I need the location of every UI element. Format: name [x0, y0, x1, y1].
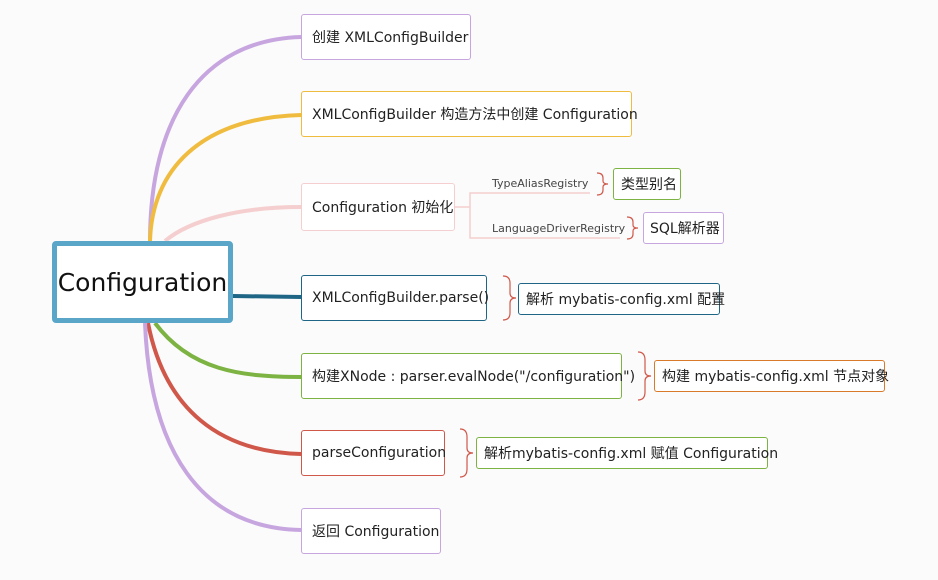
node-label: XMLConfigBuilder 构造方法中创建 Configuration	[312, 107, 638, 123]
note-parseconfiguration[interactable]: 解析mybatis-config.xml 赋值 Configuration	[476, 437, 778, 469]
branch-line-create	[148, 35, 302, 242]
branch-line-construct	[148, 113, 302, 242]
branch-line-xnode	[153, 321, 302, 379]
node-configuration-init[interactable]: Configuration 初始化	[301, 183, 455, 231]
branch-line-parse	[232, 294, 302, 299]
sub-line-languagedriver	[469, 207, 620, 239]
brace-languagedriver	[626, 216, 639, 240]
brace-typealias	[596, 172, 609, 196]
node-label: XMLConfigBuilder.parse()	[312, 290, 490, 306]
node-label: 创建 XMLConfigBuilder	[312, 30, 469, 46]
note-label: 解析mybatis-config.xml 赋值 Configuration	[484, 446, 779, 462]
sub-label-typealiasregistry[interactable]: TypeAliasRegistry	[492, 177, 589, 190]
node-build-xnode[interactable]: 构建XNode : parser.evalNode("/configuratio…	[301, 353, 635, 399]
branch-line-return	[143, 322, 302, 532]
node-label: 构建XNode : parser.evalNode("/configuratio…	[312, 369, 636, 385]
note-label: 解析 mybatis-config.xml 配置	[526, 292, 726, 308]
sub-line-typealias	[455, 192, 590, 208]
node-create-xmlconfigbuilder[interactable]: 创建 XMLConfigBuilder	[301, 14, 471, 60]
note-typealiasregistry[interactable]: 类型别名	[613, 168, 681, 200]
node-parse[interactable]: XMLConfigBuilder.parse()	[301, 275, 490, 321]
note-label: SQL解析器	[650, 221, 720, 237]
branch-line-init	[163, 205, 302, 243]
note-label: 构建 mybatis-config.xml 节点对象	[662, 369, 890, 385]
sub-label-languagedriverregistry[interactable]: LanguageDriverRegistry	[492, 222, 626, 235]
root-node[interactable]: Configuration	[52, 241, 233, 323]
root-label: Configuration	[57, 267, 228, 297]
note-build-xnode[interactable]: 构建 mybatis-config.xml 节点对象	[654, 360, 889, 392]
node-label: 返回 Configuration	[312, 524, 440, 540]
node-label: Configuration 初始化	[312, 200, 454, 216]
brace-parseconfig	[459, 428, 474, 478]
node-label: parseConfiguration	[312, 445, 447, 461]
branch-line-parseconfig	[146, 322, 302, 456]
node-construct-configuration[interactable]: XMLConfigBuilder 构造方法中创建 Configuration	[301, 91, 638, 137]
note-label: 类型别名	[621, 177, 677, 193]
node-return-configuration[interactable]: 返回 Configuration	[301, 508, 441, 554]
note-parse[interactable]: 解析 mybatis-config.xml 配置	[518, 283, 725, 315]
brace-parse	[502, 275, 517, 321]
node-parseconfiguration[interactable]: parseConfiguration	[301, 430, 447, 476]
note-languagedriverregistry[interactable]: SQL解析器	[643, 212, 724, 244]
brace-xnode	[637, 351, 652, 401]
